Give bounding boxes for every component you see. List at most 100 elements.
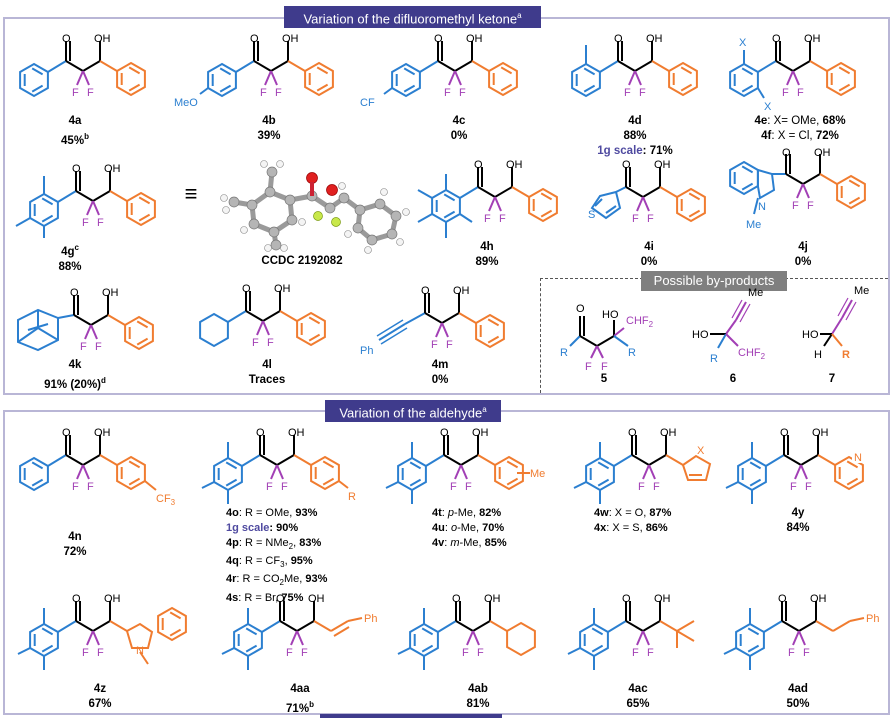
svg-text:Me: Me [746, 219, 761, 231]
svg-text:F: F [792, 200, 799, 212]
svg-text:R: R [842, 349, 850, 361]
svg-text:O: O [440, 427, 449, 439]
svg-text:F: F [444, 87, 451, 99]
svg-text:O: O [622, 593, 631, 605]
svg-text:O: O [62, 33, 71, 45]
svg-text:OH: OH [646, 33, 663, 45]
svg-text:OH: OH [466, 33, 483, 45]
structure-4a: O OH F F [19, 33, 146, 99]
structure-4b: MeO O OH F F [174, 33, 334, 109]
svg-text:O: O [474, 159, 483, 171]
svg-text:O: O [452, 593, 461, 605]
svg-text:F: F [647, 647, 654, 659]
svg-text:F: F [82, 647, 89, 659]
svg-text:O: O [256, 427, 265, 439]
svg-text:HO: HO [602, 309, 619, 321]
svg-text:F: F [653, 481, 660, 493]
structure-4l: O OH F F [199, 283, 326, 349]
compound-label-4w-4x: 4w: X = O, 87% 4x: X = S, 86% [594, 507, 672, 534]
svg-text:F: F [797, 87, 804, 99]
svg-text:OH: OH [282, 33, 299, 45]
svg-text:OH: OH [308, 593, 325, 605]
svg-text:OH: OH [506, 159, 523, 171]
svg-text:OH: OH [812, 427, 829, 439]
svg-text:F: F [275, 87, 282, 99]
svg-text:H: H [814, 349, 822, 361]
svg-text:F: F [301, 647, 308, 659]
svg-text:R: R [628, 347, 636, 359]
svg-text:R: R [348, 491, 356, 503]
svg-text:HO: HO [692, 329, 709, 341]
svg-text:O: O [250, 33, 259, 45]
svg-text:Ph: Ph [364, 613, 377, 625]
ketone-variation-title: Variation of the difluoromethyl ketonea [284, 6, 541, 28]
svg-text:O: O [778, 593, 787, 605]
structure-4w-4x: X O OH F F [573, 427, 712, 504]
structure-4z: N O OH F F [17, 593, 187, 670]
svg-text:F: F [499, 213, 506, 225]
svg-text:Me: Me [748, 287, 763, 299]
structure-4c: CF O OH F F [360, 33, 518, 109]
svg-text:F: F [82, 217, 89, 229]
compound-label-4o-4s: 4o: R = OMe, 93% 1g scale: 90% 4p: R = N… [226, 507, 328, 604]
compound-label-4e-4f: 4e: X= OMe, 68% 4f: X = Cl, 72% [754, 115, 846, 142]
svg-text:O: O [614, 33, 623, 45]
svg-text:F: F [267, 337, 274, 349]
svg-text:F: F [465, 481, 472, 493]
svg-text:F: F [624, 87, 631, 99]
svg-text:OH: OH [654, 159, 671, 171]
svg-text:O: O [242, 283, 251, 295]
svg-text:O: O [72, 593, 81, 605]
svg-text:F: F [782, 87, 789, 99]
svg-text:N: N [854, 452, 862, 464]
svg-text:F: F [632, 213, 639, 225]
svg-text:F: F [286, 647, 293, 659]
svg-text:F: F [72, 481, 79, 493]
svg-text:Ph: Ph [360, 345, 373, 357]
svg-text:Ph: Ph [866, 613, 879, 625]
svg-text:OH: OH [814, 147, 831, 159]
byproducts-divider-left [540, 278, 541, 393]
svg-text:R: R [560, 347, 568, 359]
svg-text:O: O [421, 285, 430, 297]
svg-text:F: F [803, 647, 810, 659]
structure-4t: Me O OH F F [385, 427, 545, 504]
ccdc-number: CCDC 2192082 [261, 255, 343, 267]
svg-text:X: X [697, 445, 705, 457]
structure-4y: N O OH F F [725, 427, 864, 504]
structure-4e-4f: X X O OH F F [729, 33, 856, 113]
svg-text:F: F [72, 87, 79, 99]
svg-text:OH: OH [810, 593, 827, 605]
svg-text:O: O [622, 159, 631, 171]
structure-4k: O OH F F [17, 287, 154, 353]
svg-text:O: O [70, 287, 79, 299]
svg-text:OH: OH [274, 283, 291, 295]
structure-4h: O OH F F [417, 159, 558, 238]
svg-text:X: X [739, 37, 747, 49]
next-section-banner-edge [320, 714, 502, 718]
svg-text:OH: OH [484, 593, 501, 605]
svg-text:F: F [459, 87, 466, 99]
svg-text:F: F [87, 481, 94, 493]
svg-text:X: X [764, 101, 772, 113]
svg-text:F: F [281, 481, 288, 493]
svg-text:F: F [477, 647, 484, 659]
svg-text:F: F [647, 213, 654, 225]
structure-4i: S O OH F F [588, 159, 706, 225]
svg-text:F: F [260, 87, 267, 99]
structure-4n: CF3 O OH F F [19, 427, 176, 507]
structure-4o: R O OH F F [201, 427, 356, 504]
svg-text:F: F [632, 647, 639, 659]
svg-text:OH: OH [102, 287, 119, 299]
svg-text:OH: OH [104, 593, 121, 605]
